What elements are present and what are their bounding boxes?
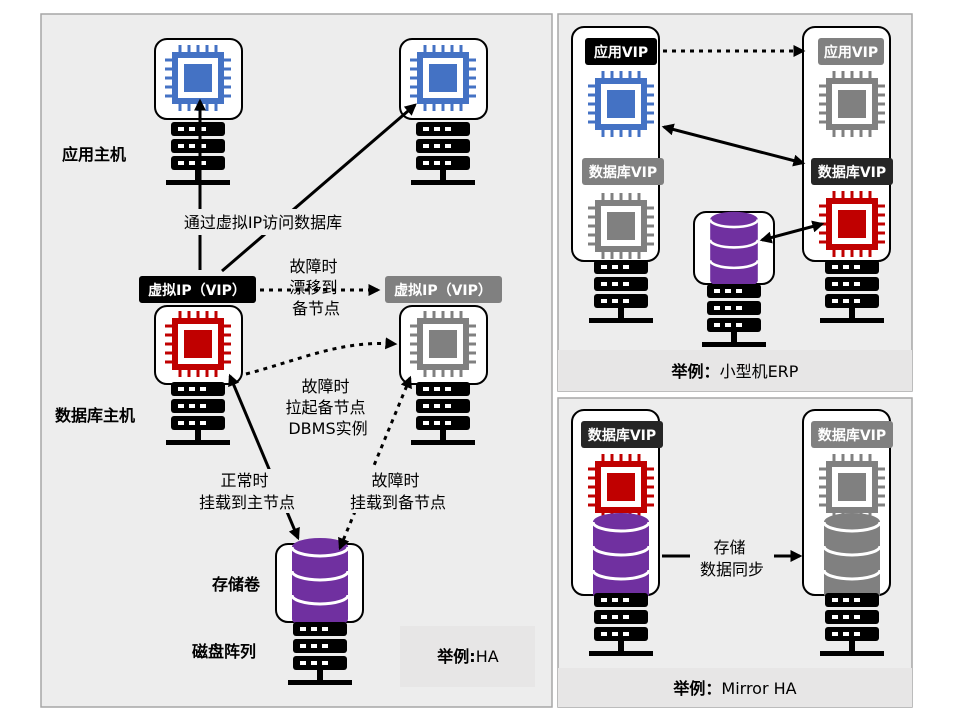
database-icon — [822, 511, 882, 605]
erp-app-vip-active-tag — [585, 38, 657, 65]
database-icon — [591, 511, 651, 605]
mirror-sync-label: 存储 数据同步 — [700, 538, 764, 579]
storage-volume-label: 存储卷 — [212, 575, 261, 594]
erp-app-vip-standby-label: 应用VIP — [824, 44, 878, 61]
cpu-icon — [163, 309, 233, 379]
vip-active-tag — [139, 276, 256, 303]
mirror-sync-label-bg — [690, 534, 774, 582]
bottom-right-caption-box — [558, 668, 912, 707]
access-label: 通过虚拟IP访问数据库 — [184, 213, 342, 232]
cpu-icon — [586, 191, 656, 261]
top-right-caption: 举例：小型机ERP — [671, 362, 799, 381]
database-icon — [290, 536, 350, 630]
erp-app-to-db-arrow — [661, 123, 806, 167]
erp-db-vip-standby-label: 数据库VIP — [589, 164, 657, 181]
access-label-bg — [166, 209, 360, 235]
erp-app-vip-standby-tag — [818, 38, 884, 65]
erp-app-vip-active-label: 应用VIP — [594, 44, 648, 61]
vip-standby-label: 虚拟IP（VIP） — [394, 282, 492, 299]
vip-standby-tag — [385, 276, 502, 303]
mount-standby-label: 故障时 挂载到备节点 — [350, 471, 446, 512]
mount-primary-label-bg — [186, 469, 310, 513]
bottom-right-caption: 举例：Mirror HA — [672, 679, 796, 698]
left-caption-box — [400, 626, 535, 687]
cpu-icon — [163, 43, 233, 113]
erp-db-vip-active-label: 数据库VIP — [818, 164, 886, 181]
drift-label: 故障时 漂移到 备节点 — [289, 257, 342, 318]
top-right-caption-box — [558, 350, 912, 391]
arrow-vip-to-app-standby — [221, 103, 417, 273]
mount-standby-label-bg — [338, 469, 462, 513]
cpu-icon — [586, 69, 656, 139]
app-host-label: 应用主机 — [62, 145, 126, 164]
mount-primary-label: 正常时 挂载到主节点 — [199, 471, 295, 512]
mirror-db-vip-standby-label: 数据库VIP — [818, 427, 886, 444]
erp-db-to-storage-arrow — [759, 220, 825, 244]
vip-active-label: 虚拟IP（VIP） — [148, 282, 246, 299]
cpu-icon — [817, 69, 887, 139]
cpu-icon — [817, 452, 887, 522]
erp-db-vip-active-tag — [811, 158, 893, 185]
cpu-icon — [408, 309, 478, 379]
disk-array-label: 磁盘阵列 — [192, 642, 256, 661]
left-caption: 举例:HA — [436, 647, 498, 666]
arrow-restart-standby — [245, 337, 398, 376]
arrow-mount-standby — [338, 375, 412, 551]
cpu-icon — [817, 189, 887, 259]
mirror-db-vip-active-tag — [581, 421, 663, 448]
erp-db-vip-standby-tag — [582, 158, 664, 185]
db-host-label: 数据库主机 — [55, 406, 135, 425]
mirror-db-vip-active-label: 数据库VIP — [588, 427, 656, 444]
database-icon — [708, 210, 760, 290]
cpu-icon — [408, 43, 478, 113]
cpu-icon — [586, 452, 656, 522]
mirror-db-vip-standby-tag — [811, 421, 893, 448]
